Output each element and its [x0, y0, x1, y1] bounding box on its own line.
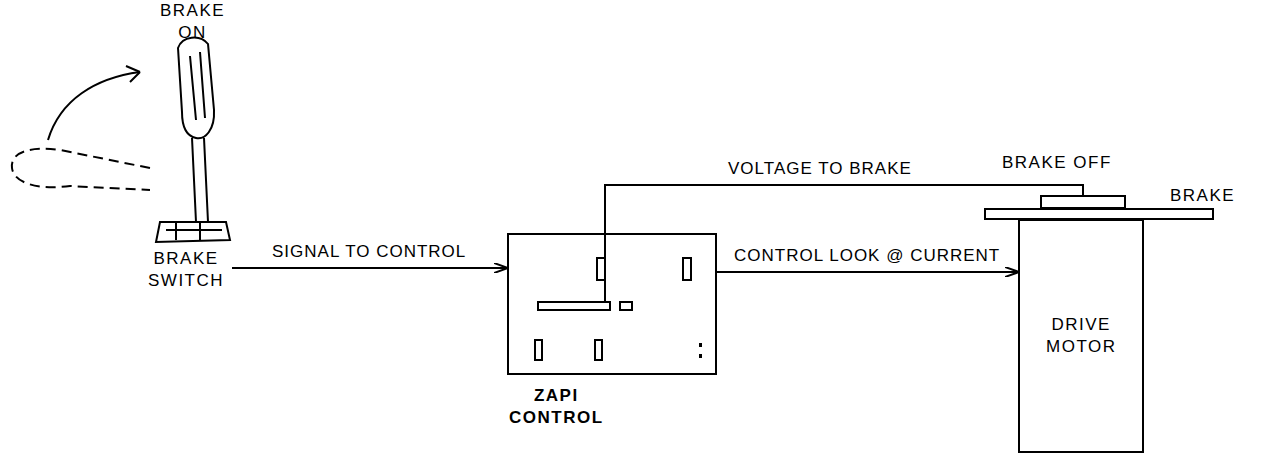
output-terminal	[538, 302, 610, 310]
brake-switch-lever: BRAKE ON BRAKE SWITCH	[0, 0, 232, 300]
connector	[717, 271, 1018, 273]
motion-arrow	[48, 72, 140, 140]
connector-label: SIGNAL TO CONTROL	[269, 242, 469, 262]
connector	[605, 185, 1083, 233]
control-internals	[699, 343, 702, 358]
component	[620, 302, 632, 310]
connector-label: VOLTAGE TO BRAKE	[725, 159, 915, 179]
controller-box: ZAPI CONTROL	[507, 233, 717, 375]
lever-rod	[192, 138, 208, 222]
brake-label: BRAKE	[1170, 185, 1235, 207]
controller-heading: ZAPI CONTROL	[509, 385, 604, 429]
component	[683, 258, 691, 280]
brake-state-label: BRAKE OFF	[1002, 152, 1112, 174]
grip-detail	[190, 52, 205, 120]
lever-base	[156, 222, 230, 242]
lever-grip	[178, 38, 214, 139]
lever-off-position	[12, 149, 150, 190]
motor-flange	[985, 209, 1213, 219]
motion-arrowhead	[126, 66, 140, 82]
internal-wire	[604, 235, 606, 302]
brake-box: BRAKE OFFBRAKE	[1040, 195, 1126, 209]
motor-label: DRIVE MOTOR	[1046, 314, 1116, 358]
component	[535, 340, 542, 360]
drive-motor-box: DRIVE MOTOR	[1018, 219, 1144, 453]
component	[597, 258, 605, 280]
brake-lever	[12, 38, 230, 242]
switch-label: BRAKE SWITCH	[148, 248, 224, 292]
connector-label: CONTROL LOOK @ CURRENT	[731, 246, 1003, 266]
control-internals	[535, 235, 691, 360]
component	[595, 340, 602, 360]
base-detail	[166, 222, 222, 240]
lever-state-label: BRAKE ON	[160, 0, 225, 44]
connector	[232, 267, 507, 269]
